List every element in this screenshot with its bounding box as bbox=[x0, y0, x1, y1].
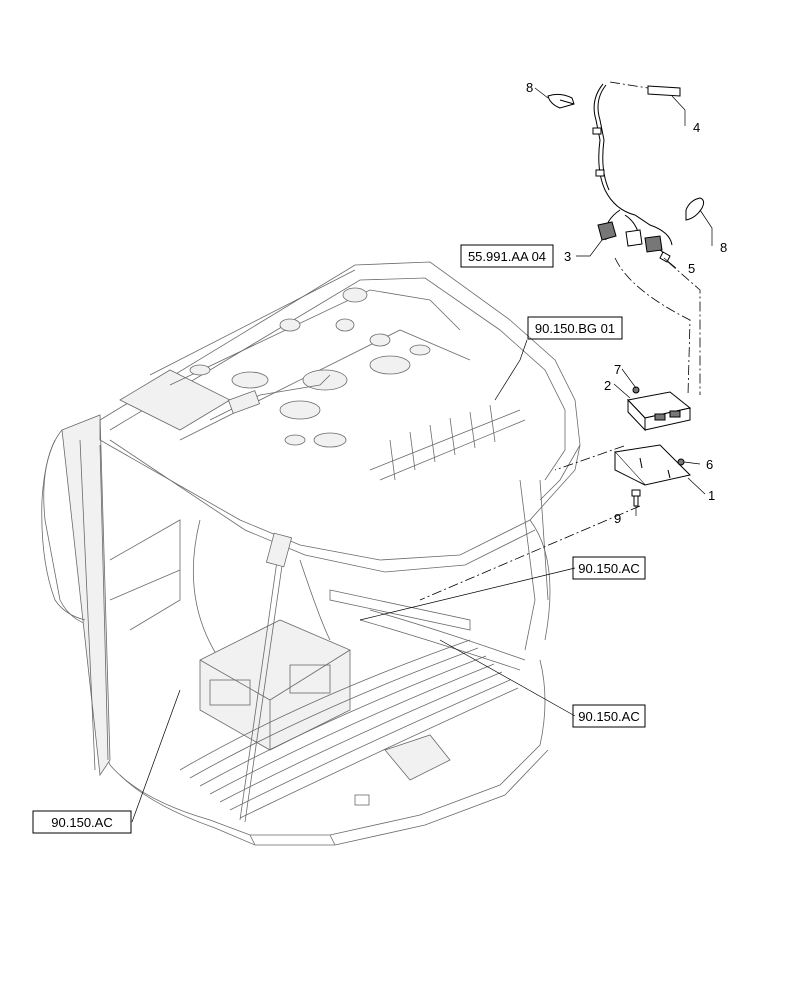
cable-tie-8-lower bbox=[685, 197, 705, 221]
callout-5: 5 bbox=[688, 261, 695, 276]
ref-box-mat-right[interactable]: 90.150.AC bbox=[572, 704, 646, 728]
callout-7: 7 bbox=[614, 362, 621, 377]
ref-box-floor-left[interactable]: 90.150.AC bbox=[32, 810, 132, 834]
ref-box-roof[interactable]: 90.150.BG 01 bbox=[527, 316, 623, 340]
module-part-2 bbox=[627, 391, 692, 432]
cab-assembly bbox=[41, 261, 581, 846]
callout-9: 9 bbox=[614, 511, 621, 526]
cable-tie-8-upper bbox=[547, 93, 575, 109]
callout-8-upper: 8 bbox=[526, 80, 533, 95]
ref-box-harness[interactable]: 55.991.AA 04 bbox=[460, 244, 554, 268]
callout-2: 2 bbox=[604, 378, 611, 393]
ref-floor-left-label: 90.150.AC bbox=[51, 815, 112, 830]
nut-part-6 bbox=[677, 458, 685, 466]
switch-part-4 bbox=[609, 81, 681, 97]
connector-part-5 bbox=[659, 251, 671, 263]
wiring-harness bbox=[592, 83, 673, 257]
callout-4: 4 bbox=[693, 120, 700, 135]
screw-part-7 bbox=[632, 386, 640, 394]
ref-floor-right-label: 90.150.AC bbox=[578, 561, 639, 576]
ref-mat-right-label: 90.150.AC bbox=[578, 709, 639, 724]
leader-lines bbox=[131, 87, 713, 823]
callout-1: 1 bbox=[708, 488, 715, 503]
ref-box-floor-right[interactable]: 90.150.AC bbox=[572, 556, 646, 580]
bracket-part-1 bbox=[614, 444, 691, 486]
callout-6: 6 bbox=[706, 457, 713, 472]
callout-3: 3 bbox=[564, 249, 571, 264]
callout-8-lower: 8 bbox=[720, 240, 727, 255]
ref-harness-label: 55.991.AA 04 bbox=[468, 249, 546, 264]
ref-roof-label: 90.150.BG 01 bbox=[535, 321, 615, 336]
bolt-part-9 bbox=[631, 489, 641, 507]
